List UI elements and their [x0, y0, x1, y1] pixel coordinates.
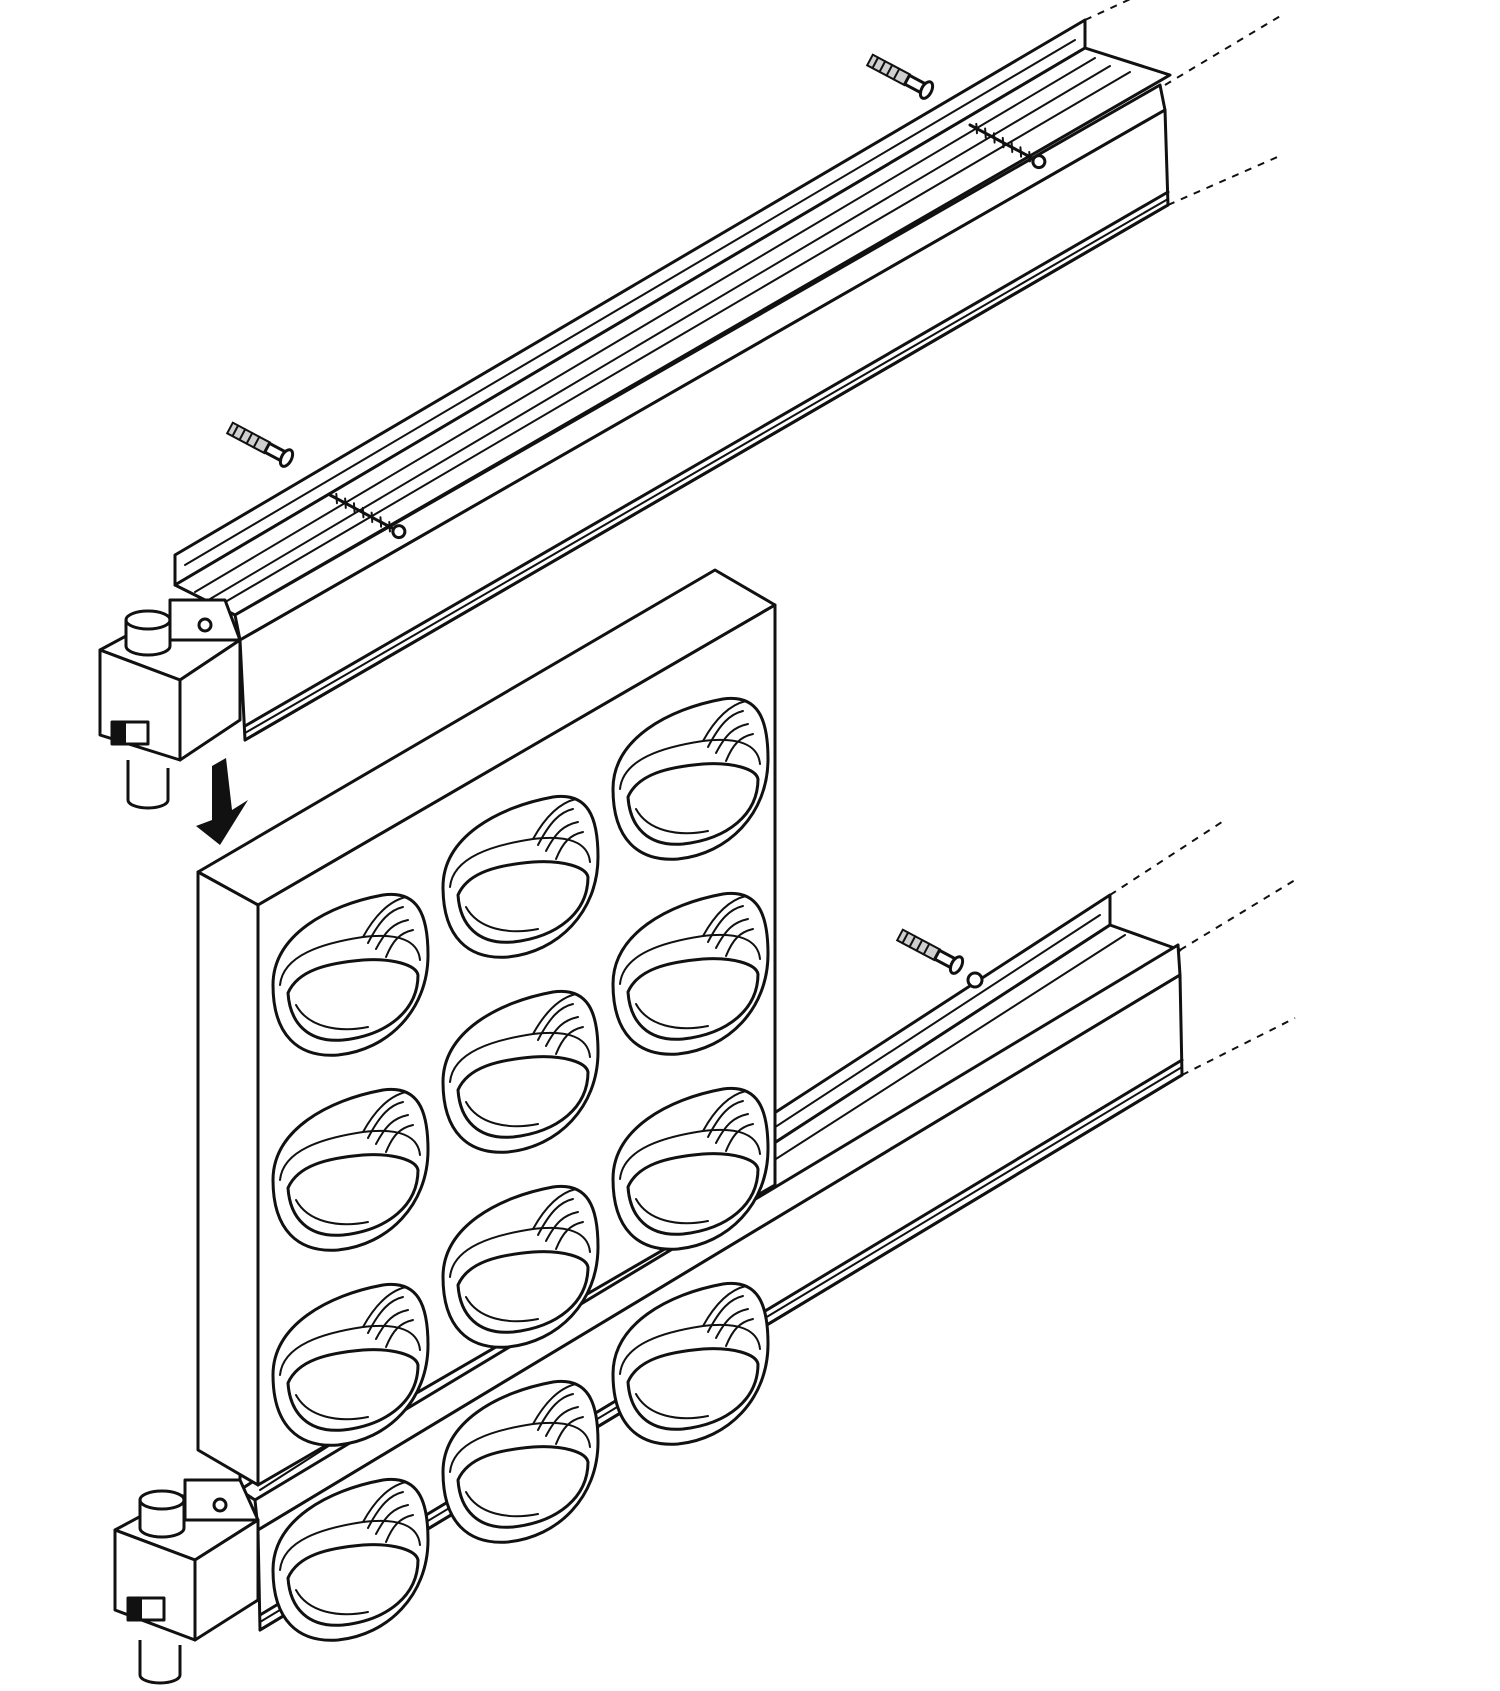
planter-pocket [441, 1184, 600, 1349]
upper-rail [173, 0, 1283, 742]
planter-pocket [611, 1086, 770, 1251]
planter-pocket [441, 989, 600, 1154]
upper-anchor-left [225, 421, 407, 540]
planter-pockets [271, 696, 770, 1642]
planter-pocket [271, 892, 430, 1057]
planter-pocket [611, 696, 770, 861]
planter-pocket [271, 1282, 430, 1447]
upper-end-cap [98, 598, 242, 810]
lower-anchor [895, 928, 984, 989]
planter-pocket [611, 891, 770, 1056]
planter-pocket [441, 1379, 600, 1544]
planter-pocket [441, 794, 600, 959]
planter-pocket [271, 1087, 430, 1252]
upper-anchor-right [865, 53, 1047, 170]
down-arrow-icon [196, 758, 248, 845]
lower-end-cap [113, 1478, 260, 1685]
planter-pocket [271, 1477, 430, 1642]
planter-pocket [611, 1281, 770, 1446]
